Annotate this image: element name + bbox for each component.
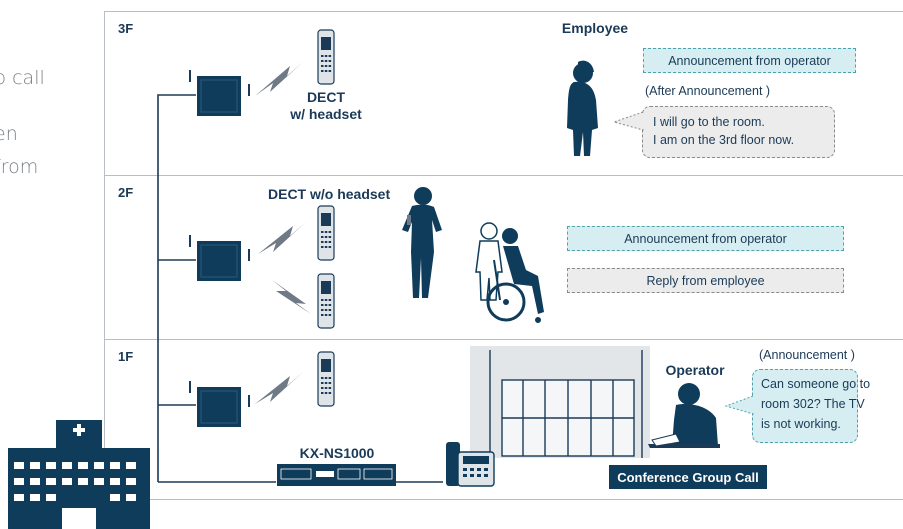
f1-bubble-line-2: room 302? The TV [761, 397, 865, 411]
dect-headset-label-line-2: w/ headset [290, 106, 362, 122]
operator-at-desk-icon [648, 383, 720, 448]
intro-text-line-3: from [0, 156, 39, 178]
floor-2-label: 2F [118, 185, 134, 200]
f1-announcement-note: (Announcement ) [759, 348, 855, 362]
f2-reply-box: Reply from employee [567, 268, 844, 293]
floor-3-label: 3F [118, 21, 134, 36]
radio-wave-icons [255, 62, 311, 404]
floor-3-top-border [104, 11, 903, 12]
f1-bubble-tail [724, 395, 754, 415]
dect-no-headset-label: DECT w/o headset [268, 186, 391, 202]
wheelchair-patient-icon-2f [475, 222, 544, 323]
base-station-icon-1f [189, 381, 250, 427]
floor-1-top-border [104, 339, 903, 340]
desk-phone-icon [446, 442, 495, 487]
conference-group-call-button[interactable]: Conference Group Call [609, 465, 767, 489]
hospital-building-icon [8, 420, 150, 529]
floor-1-bottom-border [104, 499, 903, 500]
pbx-label: KX-NS1000 [299, 445, 375, 461]
f3-bubble-tail [612, 111, 644, 131]
f1-operator-bubble: Can someone go to room 302? The TV is no… [752, 369, 871, 443]
glass-doors-icon [489, 350, 643, 458]
f1-bubble-line-1: Can someone go to [761, 377, 871, 391]
operator-label: Operator [665, 362, 725, 378]
pbx-unit-icon [277, 464, 396, 486]
dect-handset-icon-3f [317, 29, 335, 85]
base-station-icon-3f [189, 70, 250, 116]
dect-headset-label-line-1: DECT [306, 89, 346, 105]
f2-announcement-box: Announcement from operator [567, 226, 844, 251]
floor-1-label: 1F [118, 349, 134, 364]
f1-bubble-line-3: is not working. [761, 417, 841, 431]
base-station-icon-2f [189, 235, 250, 281]
staff-icon-2f [402, 187, 442, 298]
f3-reply-line-1: I will go to the room. [653, 115, 765, 129]
floor-2-top-border [104, 175, 903, 176]
dect-headset-label: DECT w/ headset [276, 89, 376, 123]
intro-text-line-2: en [0, 123, 18, 145]
dect-handset-icon-1f [317, 351, 335, 407]
f3-reply-bubble: I will go to the room. I am on the 3rd f… [642, 106, 835, 158]
network-lines [157, 94, 443, 483]
floor-left-border [104, 11, 105, 500]
f3-announcement-box: Announcement from operator [643, 48, 856, 73]
dect-handset-icon-2f-top [317, 205, 335, 261]
employee-on-phone-icon-3f [567, 60, 598, 156]
intro-text-line-1: p call [0, 67, 45, 89]
f3-after-announcement-note: (After Announcement ) [645, 84, 771, 98]
dect-handset-icon-2f-bottom [317, 273, 335, 329]
employee-label: Employee [561, 20, 629, 36]
f3-reply-line-2: I am on the 3rd floor now. [653, 133, 795, 147]
